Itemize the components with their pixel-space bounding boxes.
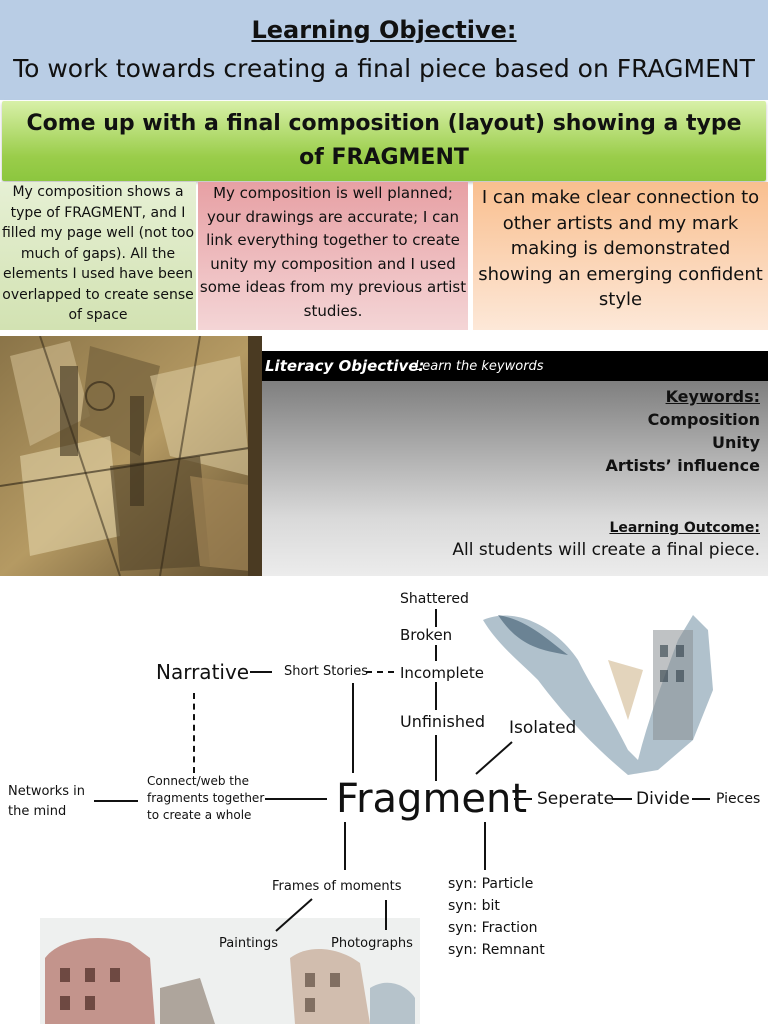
literacy-objective-text: Learn the keywords [415, 359, 544, 374]
mindmap-word-frames: Frames of moments [272, 879, 402, 894]
mindmap-synonym: syn: Remnant [448, 942, 545, 958]
keyword-item: Composition [647, 410, 760, 429]
connector-line [352, 683, 354, 773]
keyword-item: Artists’ influence [605, 456, 760, 475]
connector-line [692, 798, 710, 800]
watercolour-street-art [40, 918, 420, 1024]
connector-dashed-line [366, 671, 394, 675]
mindmap-networks-line1: Networks in [8, 784, 86, 799]
watercolour-building-image-top [478, 600, 718, 780]
literacy-objective-label: Literacy Objective: [265, 357, 425, 375]
mindmap-connect-line1: Connect/web the [147, 774, 249, 788]
connector-line [435, 645, 437, 661]
connector-dashed-line [193, 693, 197, 773]
mindmap-word-unfinished: Unfinished [400, 712, 485, 731]
mindmap-word-seperate: Seperate [537, 789, 615, 809]
connector-line [435, 735, 437, 781]
objective-subtitle: To work towards creating a final piece b… [13, 54, 755, 83]
connector-line [344, 822, 346, 870]
mindmap-word-broken: Broken [400, 626, 453, 644]
mindmap-word-paintings: Paintings [219, 936, 279, 951]
mindmap-word-photographs: Photographs [331, 936, 413, 951]
keywords-title: Keywords: [665, 387, 760, 406]
mindmap-synonym: syn: Fraction [448, 920, 538, 936]
mindmap-synonym: syn: bit [448, 898, 500, 914]
cubist-painting-art [0, 336, 262, 576]
mindmap-word-divide: Divide [636, 789, 690, 809]
mindmap-center-fragment: Fragment [336, 776, 528, 822]
criteria-box-orange: I can make clear connection to other art… [473, 182, 768, 330]
mindmap-networks-line2: the mind [8, 804, 67, 819]
learning-outcome-text: All students will create a final piece. [452, 540, 760, 560]
connector-line [514, 798, 532, 800]
mindmap-word-short-stories: Short Stories [284, 664, 369, 679]
objective-title: Learning Objective: [251, 16, 517, 44]
mindmap-synonym: syn: Particle [448, 876, 534, 892]
connector-line [435, 682, 437, 710]
connector-line [484, 822, 486, 870]
cubist-painting-image [0, 336, 262, 576]
watercolour-building-art [483, 615, 713, 775]
learning-outcome-title: Learning Outcome: [609, 520, 760, 536]
mindmap-word-narrative: Narrative [156, 660, 250, 684]
criteria-box-red: My composition is well planned; your dra… [198, 182, 468, 330]
task-banner-text: Come up with a final composition (layout… [26, 111, 742, 170]
task-banner: Come up with a final composition (layout… [2, 101, 766, 181]
mindmap-word-incomplete: Incomplete [400, 664, 484, 682]
connector-diagonal [475, 741, 513, 775]
mindmap-connect-line2: fragments together [147, 791, 265, 805]
connector-line [385, 900, 387, 930]
connector-line [94, 800, 138, 802]
keywords-panel: Keywords: Composition Unity Artists’ inf… [262, 381, 768, 576]
literacy-objective-bar: Literacy Objective: Learn the keywords [262, 351, 768, 381]
connector-line [612, 798, 632, 800]
watercolour-building-image-bottom [40, 918, 420, 1024]
keyword-item: Unity [712, 433, 760, 452]
mindmap-word-shattered: Shattered [400, 591, 469, 607]
connector-diagonal [275, 898, 313, 932]
objective-header: Learning Objective: To work towards crea… [0, 0, 768, 100]
connector-line [435, 609, 437, 627]
mindmap-word-pieces: Pieces [716, 791, 761, 807]
mindmap-connect-line3: to create a whole [147, 808, 252, 822]
connector-line [265, 798, 327, 800]
connector-line [250, 671, 272, 673]
mindmap-word-isolated: Isolated [509, 718, 577, 738]
criteria-box-green: My composition shows a type of FRAGMENT,… [0, 182, 196, 330]
